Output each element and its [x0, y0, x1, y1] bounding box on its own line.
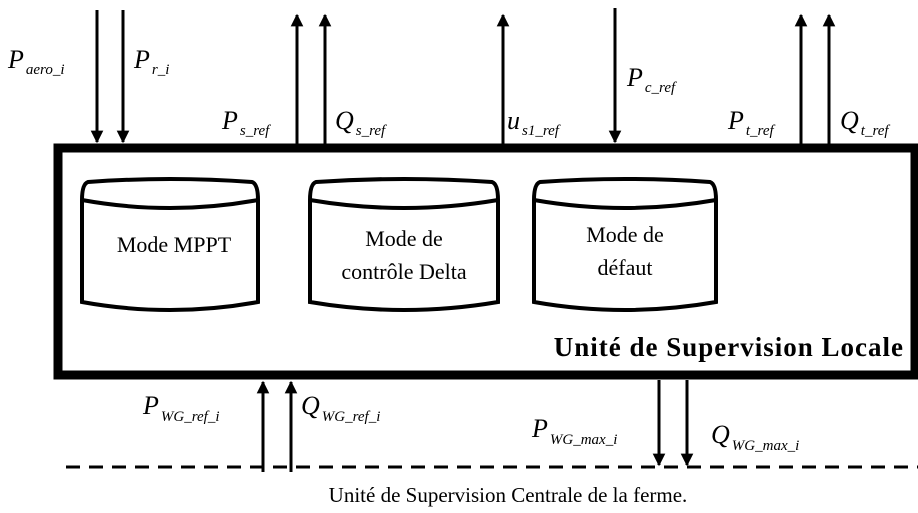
mode-mppt-label: Mode MPPT [117, 232, 232, 257]
mode-fault-label-line1: Mode de [586, 222, 664, 247]
mode-delta-label-line2: contrôle Delta [341, 259, 466, 284]
mode-mppt-cylinder: Mode MPPT [80, 177, 260, 312]
mode-fault-cylinder: Mode de défaut [532, 177, 718, 312]
central-unit-label: Unité de Supervision Centrale de la ferm… [329, 483, 688, 507]
mode-fault-label-line2: défaut [598, 255, 653, 280]
mode-delta-cylinder: Mode de contrôle Delta [308, 177, 500, 312]
local-supervision-title: Unité de Supervision Locale [554, 332, 904, 362]
mode-delta-label-line1: Mode de [365, 226, 443, 251]
